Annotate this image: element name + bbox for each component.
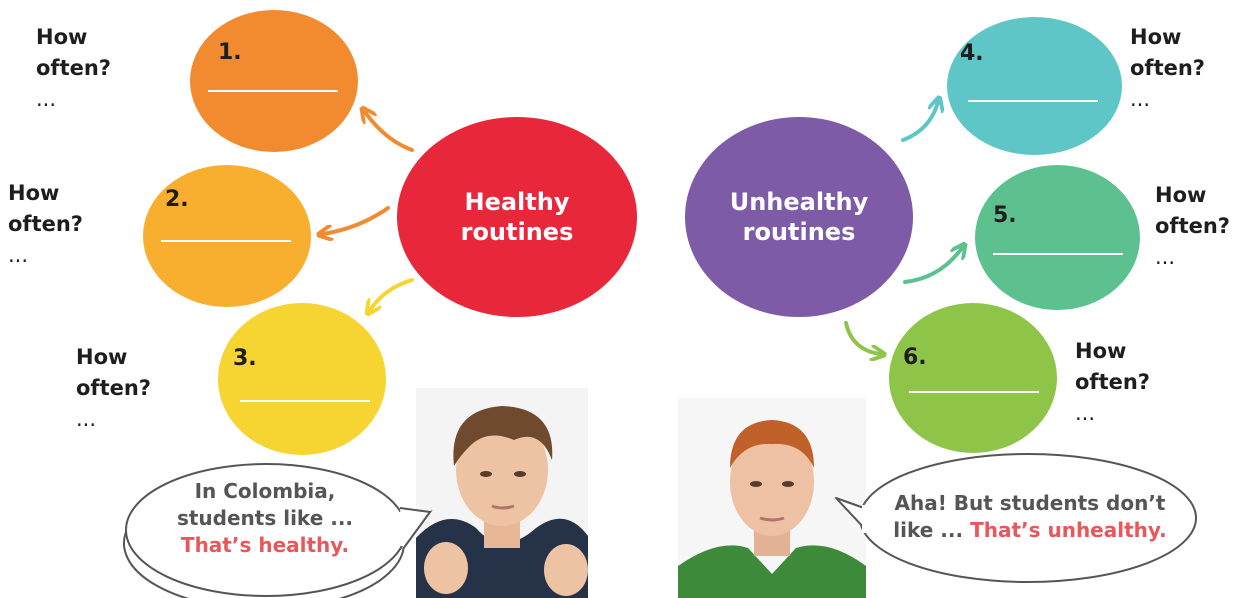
item-bubble-3 (218, 303, 386, 455)
boy-photo-left (416, 388, 588, 598)
item-number-5: 5. (993, 203, 1017, 228)
item-number-3: 3. (233, 346, 257, 371)
answer-blank-3[interactable] (240, 400, 370, 402)
item-number-4: 4. (960, 41, 984, 66)
item-number-6: 6. (903, 345, 927, 370)
item-bubble-2 (143, 165, 311, 307)
item-bubble-5 (975, 165, 1140, 310)
boy-left-illustration (416, 406, 588, 598)
boy-right-illustration (678, 420, 866, 598)
item-bubble-1 (190, 10, 358, 152)
speech-text-right: Aha! But students don’t like ... That’s … (870, 490, 1190, 544)
unhealthy-hub-label-line2: routines (742, 218, 856, 246)
arrow-to-item-6 (844, 321, 880, 354)
speech-left-highlight: That’s healthy. (180, 533, 350, 557)
item-number-2: 2. (165, 187, 189, 212)
unhealthy-routines-hub: Unhealthy routines (685, 117, 913, 317)
speech-right-line2: like ... That’s unhealthy. (870, 517, 1190, 544)
arrow-to-item-4 (901, 102, 938, 142)
arrow-to-item-2 (323, 206, 390, 234)
answer-blank-1[interactable] (208, 90, 338, 92)
healthy-routines-hub: Healthy routines (397, 117, 637, 317)
item-number-1: 1. (218, 40, 242, 65)
arrow-to-item-3 (370, 278, 414, 310)
arrow-to-item-1 (365, 112, 414, 152)
speech-right-line2-prefix: like ... (893, 518, 971, 542)
answer-blank-2[interactable] (161, 240, 291, 242)
speech-left-line2: students like ... (176, 506, 354, 530)
answer-blank-5[interactable] (993, 253, 1123, 255)
speech-right-highlight: That’s unhealthy. (970, 518, 1167, 542)
speech-right-line1: Aha! But students don’t (894, 491, 1166, 515)
item-bubble-4 (947, 17, 1122, 155)
healthy-hub-label-line1: Healthy (464, 188, 570, 216)
unhealthy-hub-label-line1: Unhealthy (729, 188, 869, 216)
healthy-hub-label-line2: routines (460, 218, 574, 246)
speech-text-left: In Colombia, students like ... That’s he… (140, 478, 390, 559)
arrow-to-item-5 (903, 248, 962, 284)
item-bubble-6 (889, 303, 1057, 453)
speech-left-line1: In Colombia, (194, 479, 336, 503)
answer-blank-4[interactable] (968, 100, 1098, 102)
boy-photo-right (678, 398, 866, 598)
answer-blank-6[interactable] (909, 391, 1039, 393)
